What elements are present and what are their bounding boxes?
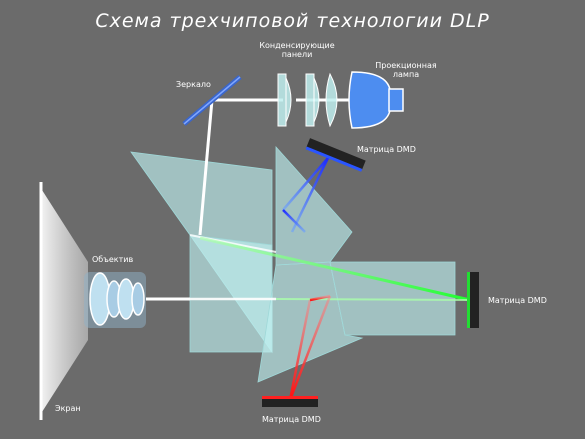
objective-lens [84, 272, 146, 328]
diagram-title: Схема трехчиповой технологии DLP [95, 10, 490, 32]
red-light-path [288, 294, 332, 401]
condenser-panels [277, 72, 338, 128]
lens-label: Объектив [92, 255, 134, 264]
blue-light-path [282, 157, 330, 233]
lamp-label: Проекционная лампа [368, 61, 444, 79]
mirror-label: Зеркало [176, 80, 211, 89]
dmd-right [467, 272, 479, 328]
lamp-label-line1: Проекционная [375, 61, 437, 70]
prism-assembly [130, 145, 456, 383]
green-light-path [199, 236, 471, 302]
condenser-label-line1: Конденсирующие [259, 41, 335, 50]
dmd-bottom [262, 396, 318, 407]
dmd-top [305, 138, 366, 172]
lamp-label-line2: лампа [392, 70, 420, 79]
dmd-bottom-label: Матрица DMD [262, 415, 321, 424]
projection-cone [42, 190, 88, 412]
condenser-label: Конденсирующие панели [256, 41, 338, 59]
condenser-label-line2: панели [281, 50, 313, 59]
prism-bottom [257, 261, 364, 383]
projection-lamp [348, 71, 404, 129]
mirror [182, 75, 242, 126]
screen-label: Экран [55, 404, 81, 413]
dmd-top-label: Матрица DMD [357, 145, 416, 154]
dmd-right-label: Матрица DMD [488, 296, 547, 305]
